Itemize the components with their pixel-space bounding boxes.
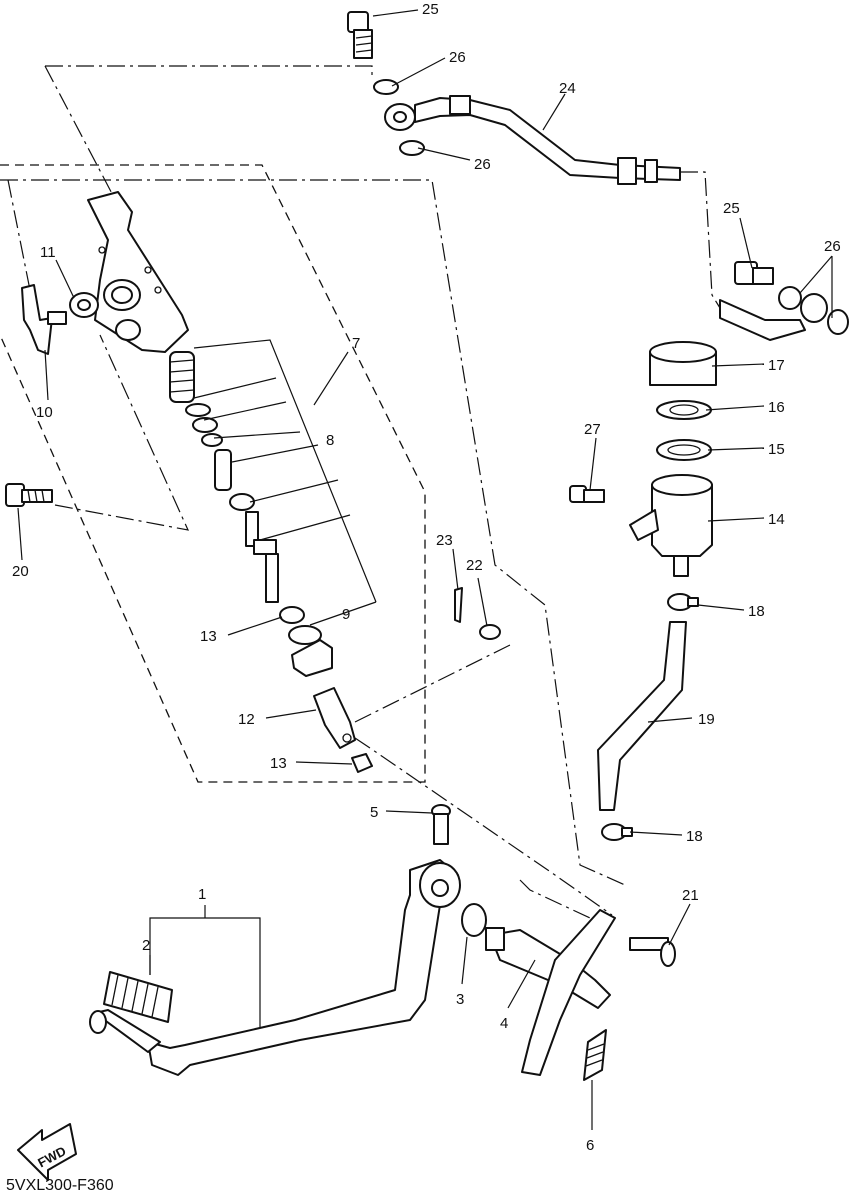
washer-22 [479, 624, 501, 640]
callout-11: 11 [40, 244, 56, 261]
callout-19: 19 [698, 711, 715, 728]
callout-8: 8 [326, 432, 334, 449]
footrest-bar [89, 1009, 161, 1053]
hose-clamp-18-lower [601, 823, 633, 841]
callout-labels: 25 26 26 24 25 26 7 11 10 8 9 13 12 13 2… [12, 1, 841, 1154]
hose-lower-end [719, 261, 849, 341]
callout-1: 1 [198, 886, 206, 903]
callout-3: 3 [456, 991, 464, 1008]
reservoir-hose-19 [597, 621, 687, 811]
callout-21: 21 [682, 887, 699, 904]
callout-16: 16 [768, 399, 785, 416]
callout-26-right: 26 [824, 238, 841, 255]
callout-18-upper: 18 [748, 603, 765, 620]
callout-23: 23 [436, 532, 453, 549]
nut-13-upper [279, 606, 305, 624]
callout-22: 22 [466, 557, 483, 574]
hose-clamp-18-upper [667, 593, 699, 611]
boot [291, 639, 333, 677]
callout-13-lower: 13 [270, 755, 287, 772]
callout-12: 12 [238, 711, 255, 728]
callout-15: 15 [768, 441, 785, 458]
callout-25-right: 25 [723, 200, 740, 217]
callout-4: 4 [500, 1015, 508, 1032]
fwd-arrow-icon: FWD [17, 1123, 77, 1181]
drawing-code: 5VXL300-F360 [6, 1177, 114, 1194]
bolt-5 [431, 804, 451, 845]
crush-washer-26-top [373, 79, 399, 95]
master-cylinder-7 [87, 191, 189, 353]
circlip-9 [288, 625, 322, 645]
brake-hose-24 [384, 95, 681, 185]
reservoir-cap-17 [649, 341, 717, 386]
brake-pedal-1 [147, 859, 461, 1076]
piston-kit-8 [169, 351, 279, 603]
callout-13-upper: 13 [200, 628, 217, 645]
reference-lines [0, 65, 721, 926]
leader-lines [17, 9, 833, 1130]
banjo-bolt-25-top [347, 11, 373, 59]
diaphragm-plate-15 [656, 439, 712, 461]
callout-6: 6 [586, 1137, 594, 1154]
bolt-20 [5, 483, 53, 507]
crush-washer-26-mid [399, 140, 425, 156]
cotter-pin-23 [454, 587, 463, 623]
reservoir-14 [629, 474, 713, 577]
reservoir-joint-11 [69, 292, 99, 318]
callout-14: 14 [768, 511, 785, 528]
callout-7: 7 [352, 335, 360, 352]
callout-27: 27 [584, 421, 601, 438]
nut-13-lower [351, 753, 373, 773]
callout-26-top: 26 [449, 49, 466, 66]
pedal-rubber-2 [103, 971, 173, 1023]
callout-18-lower: 18 [686, 828, 703, 845]
callout-20: 20 [12, 563, 29, 580]
callout-10: 10 [36, 404, 53, 421]
bleed-screw-10 [21, 284, 67, 355]
callout-17: 17 [768, 357, 785, 374]
clevis-12 [313, 687, 356, 749]
diaphragm-16 [656, 400, 712, 420]
callout-25-top: 25 [422, 1, 439, 18]
bolt-27 [569, 485, 605, 503]
callout-5: 5 [370, 804, 378, 821]
callout-9: 9 [342, 606, 350, 623]
callout-26-mid: 26 [474, 156, 491, 173]
clevis-pin-21 [629, 937, 676, 967]
return-spring-6 [583, 1029, 607, 1081]
callout-2: 2 [142, 937, 150, 954]
brake-shaft-4 [485, 909, 616, 1076]
callout-24: 24 [559, 80, 576, 97]
washer-3 [461, 903, 487, 937]
